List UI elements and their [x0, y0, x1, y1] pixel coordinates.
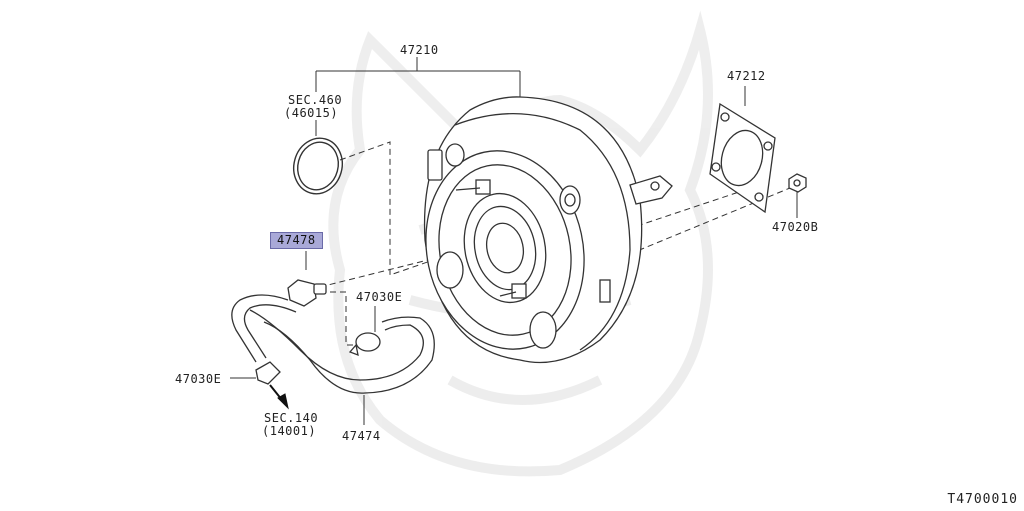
vacuum-hose: [231, 294, 435, 425]
hose-code-label: (14001): [262, 424, 317, 438]
part-label-booster: 47210: [400, 43, 439, 57]
clamp-upper: [348, 306, 381, 357]
part-label-gasket: 47212: [727, 69, 766, 83]
direction-arrow: [269, 384, 289, 410]
part-label-hose: 47474: [342, 429, 381, 443]
o-ring-code-label: (46015): [284, 106, 339, 120]
part-label-clamp-upper: 47030E: [356, 290, 403, 304]
part-label-check-valve[interactable]: 47478: [270, 232, 323, 249]
clamp-lower: [230, 361, 281, 385]
part-label-nut: 47020B: [772, 220, 819, 234]
booster-leader: [315, 57, 521, 100]
nut: [788, 173, 807, 218]
figure-code: T4700010: [947, 492, 1018, 507]
hose-sec-label: SEC.140: [264, 411, 319, 425]
gasket: [709, 86, 776, 214]
o-ring-sec-label: SEC.460: [288, 93, 343, 107]
check-valve: [287, 251, 327, 307]
o-ring: [293, 120, 343, 195]
part-label-clamp-lower: 47030E: [175, 372, 222, 386]
brake-booster: [423, 96, 673, 364]
